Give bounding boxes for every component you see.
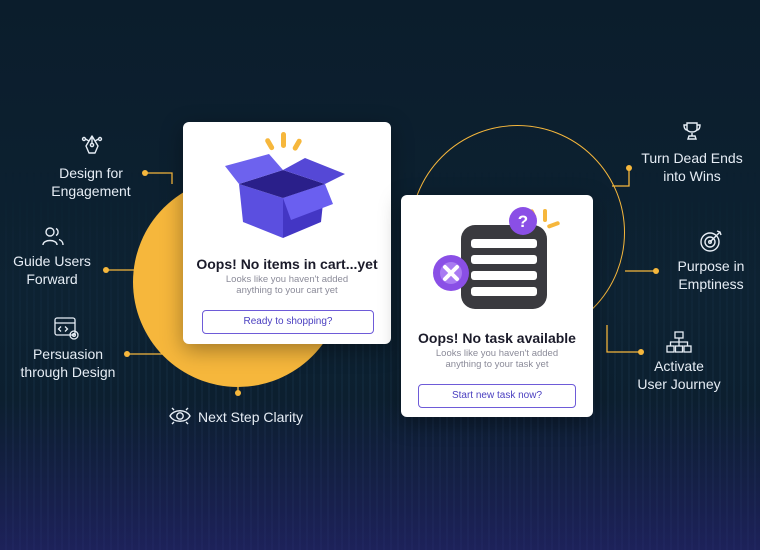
dot-persuasion	[124, 351, 130, 357]
dot-next-step	[235, 390, 241, 396]
connector-design-engagement	[145, 172, 173, 184]
ready-to-shopping-button[interactable]: Ready to shopping?	[202, 310, 374, 334]
clipboard-illustration: ?	[433, 207, 560, 309]
dot-guide-users	[103, 267, 109, 273]
dot-dead-ends	[626, 165, 632, 171]
label-next-step: Next Step Clarity	[198, 409, 304, 425]
background-glow	[0, 400, 760, 550]
users-icon	[42, 227, 64, 246]
question-badge-icon	[509, 207, 537, 235]
connector-dead-ends	[612, 168, 630, 187]
dot-purpose	[653, 268, 659, 274]
cart-card-title: Oops! No items in cart...yet	[196, 256, 378, 272]
empty-cart-card: Oops! No items in cart...yet Looks like …	[183, 122, 391, 344]
connector-persuasion	[127, 336, 164, 355]
code-settings-icon	[54, 317, 79, 340]
connector-activate	[606, 325, 641, 353]
trophy-icon	[683, 122, 701, 140]
dot-design-engagement	[142, 170, 148, 176]
target-icon	[700, 230, 722, 252]
start-new-task-button[interactable]: Start new task now?	[418, 384, 576, 408]
pen-tool-icon	[81, 135, 103, 154]
sitemap-icon	[666, 331, 692, 353]
svg-text:?: ?	[518, 212, 528, 231]
eye-icon	[169, 407, 191, 425]
empty-task-card: ? Oops! No task available Looks like you…	[401, 195, 593, 417]
dot-activate	[638, 349, 644, 355]
open-box-illustration	[225, 132, 345, 238]
task-card-title: Oops! No task available	[418, 330, 576, 346]
